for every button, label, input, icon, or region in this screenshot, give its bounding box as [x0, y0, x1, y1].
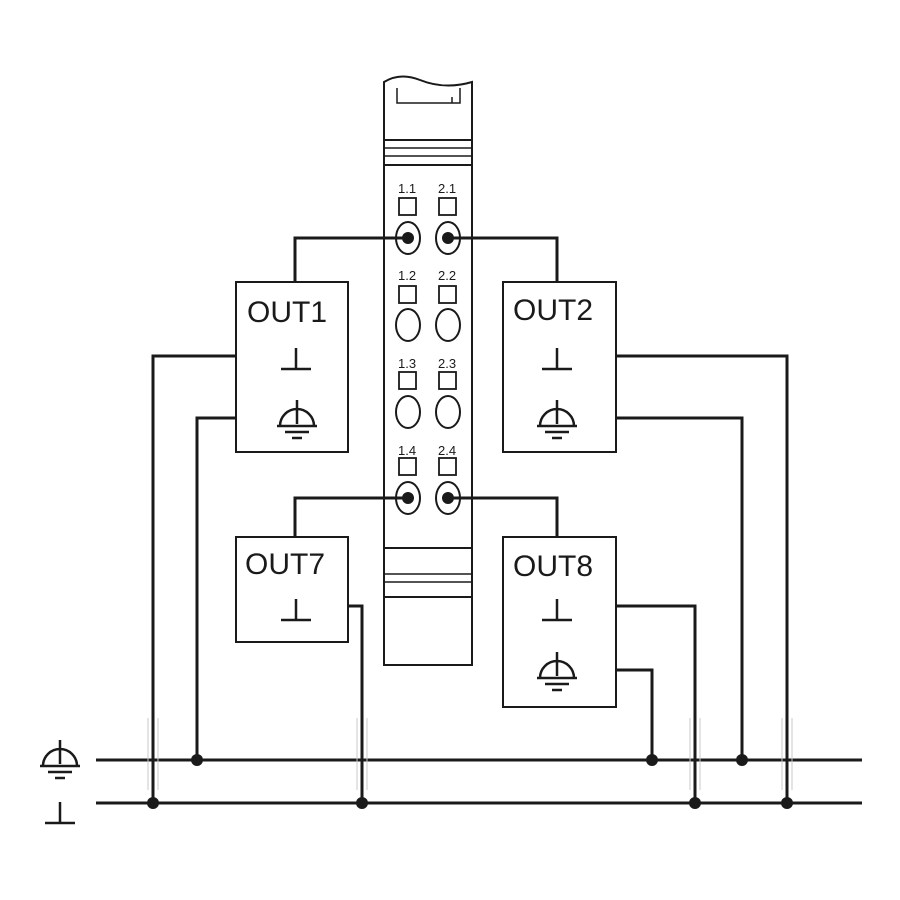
terminal-leds [398, 197, 457, 476]
io-module [383, 75, 473, 666]
out7-label: OUT7 [245, 548, 325, 581]
terminal-dot-1-1 [402, 232, 414, 244]
functional-ground-icon [43, 800, 77, 825]
wire-out1-pe [195, 416, 236, 760]
out1-label: OUT1 [247, 296, 327, 329]
led-1-2 [398, 285, 417, 304]
terminal-opening-2-3 [435, 395, 461, 429]
terminal-opening-1-2 [395, 308, 421, 342]
output-box-out1: OUT1 [235, 281, 349, 453]
terminal-label-2-1: 2.1 [438, 181, 456, 196]
output-box-out2: OUT2 [502, 281, 617, 453]
junction-out2-pe [736, 754, 748, 766]
led-1-4 [398, 457, 417, 476]
terminal-label-1-4: 1.4 [398, 443, 416, 458]
led-2-2 [438, 285, 457, 304]
wire-out1-fg [151, 354, 236, 803]
wire-out8-fg [616, 604, 697, 803]
wire-2-1-to-out2 [448, 236, 559, 282]
wire-out7-fg [348, 604, 364, 803]
out8-label: OUT8 [513, 550, 593, 583]
terminal-label-1-3: 1.3 [398, 356, 416, 371]
terminal-labels: 1.1 2.1 1.2 2.2 1.3 2.3 1.4 2.4 [398, 181, 456, 458]
wire-out2-fg [616, 354, 789, 803]
terminal-label-2-2: 2.2 [438, 268, 456, 283]
junction-out1-pe [191, 754, 203, 766]
crossing-marks [147, 718, 793, 790]
junction-out8-fg [689, 797, 701, 809]
rail-fg-symbol [43, 800, 77, 825]
led-2-3 [438, 371, 457, 390]
terminal-label-2-3: 2.3 [438, 356, 456, 371]
led-1-1 [398, 197, 417, 216]
output-box-out7: OUT7 [235, 536, 349, 643]
wire-2-4-to-out8 [448, 496, 559, 537]
junction-out7-fg [356, 797, 368, 809]
out2-label: OUT2 [513, 294, 593, 327]
terminal-dot-2-4 [442, 492, 454, 504]
terminal-dot-1-4 [402, 492, 414, 504]
protective-earth-icon [38, 738, 82, 780]
wire-out2-pe [616, 416, 744, 760]
terminal-label-2-4: 2.4 [438, 443, 456, 458]
terminal-opening-1-3 [395, 395, 421, 429]
module-top-cutoff [383, 75, 473, 666]
led-2-4 [438, 457, 457, 476]
terminal-opening-2-2 [435, 308, 461, 342]
wire-1-1-to-out1 [293, 236, 408, 282]
junction-out8-pe [646, 754, 658, 766]
junction-out2-fg [781, 797, 793, 809]
wire-out8-pe [616, 668, 654, 760]
junction-out1-fg [147, 797, 159, 809]
terminal-label-1-1: 1.1 [398, 181, 416, 196]
junction-dots [147, 754, 793, 809]
rail-pe-symbol [38, 738, 82, 780]
din-clip [396, 88, 461, 104]
wire-1-4-to-out7 [293, 496, 408, 537]
wires [96, 236, 862, 805]
led-2-1 [438, 197, 457, 216]
output-box-out8: OUT8 [502, 536, 617, 708]
terminal-dot-2-1 [442, 232, 454, 244]
terminal-dots [402, 232, 454, 504]
led-1-3 [398, 371, 417, 390]
terminal-label-1-2: 1.2 [398, 268, 416, 283]
